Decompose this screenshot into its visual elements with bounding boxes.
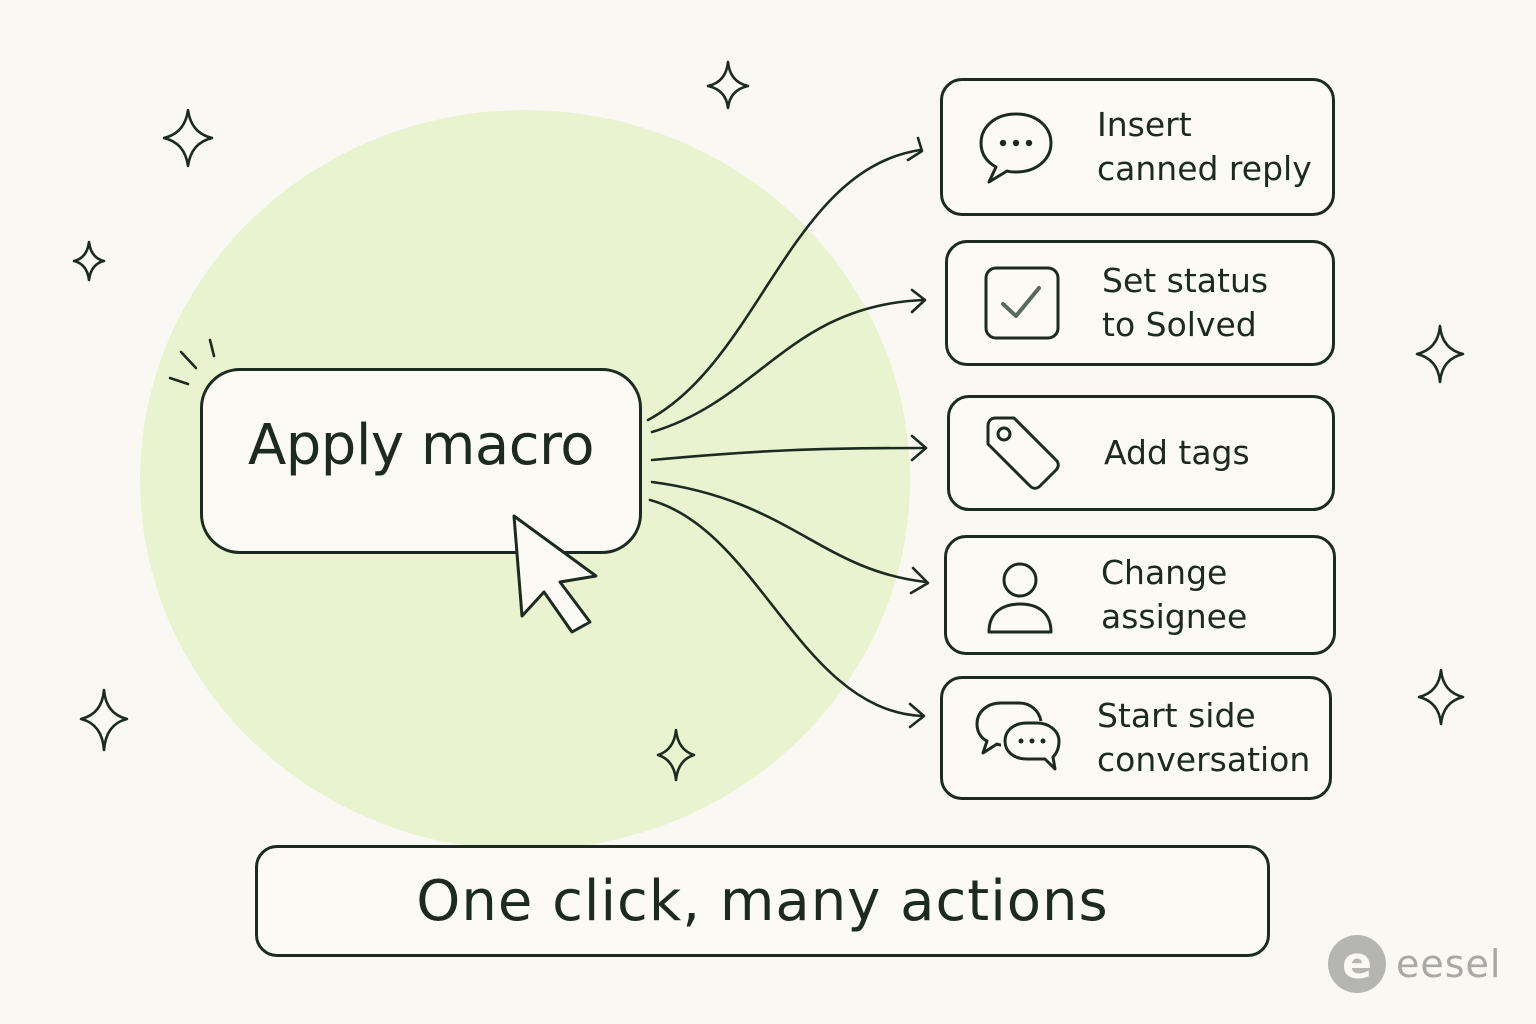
checkbox-icon [984, 266, 1060, 340]
tag-icon [986, 416, 1060, 490]
conversation-bubbles-icon [975, 701, 1061, 771]
speech-bubble-icon [979, 112, 1053, 184]
sparkle-icon [706, 60, 750, 110]
person-icon [987, 562, 1053, 634]
sparkle-icon [656, 728, 696, 782]
action-card-canned-reply[interactable]: Insert canned reply [940, 78, 1335, 216]
action-label: Add tags [1104, 433, 1250, 472]
action-label: Set status to Solved [1102, 261, 1269, 344]
sparkle-icon [162, 108, 214, 168]
sparkle-icon [79, 688, 129, 752]
sparkle-icon [1415, 324, 1465, 384]
action-card-change-assignee[interactable]: Change assignee [944, 535, 1336, 655]
brand-mark: e [1328, 935, 1386, 993]
action-label: Insert canned reply [1097, 105, 1312, 188]
tagline-text: One click, many actions [416, 868, 1109, 934]
tagline-box: One click, many actions [255, 845, 1270, 957]
sparkle-icon [1417, 668, 1465, 726]
action-label: Change assignee [1101, 553, 1248, 636]
action-card-set-status[interactable]: Set status to Solved [945, 240, 1335, 366]
brand-name: eesel [1396, 942, 1502, 986]
action-label: Start side conversation [1097, 696, 1311, 779]
apply-macro-label: Apply macro [247, 412, 595, 478]
action-card-side-conversation[interactable]: Start side conversation [940, 676, 1332, 800]
brand-logo: e eesel [1328, 935, 1502, 993]
apply-macro-button[interactable]: Apply macro [200, 368, 642, 554]
sparkle-icon [72, 240, 106, 282]
action-card-add-tags[interactable]: Add tags [947, 395, 1335, 511]
